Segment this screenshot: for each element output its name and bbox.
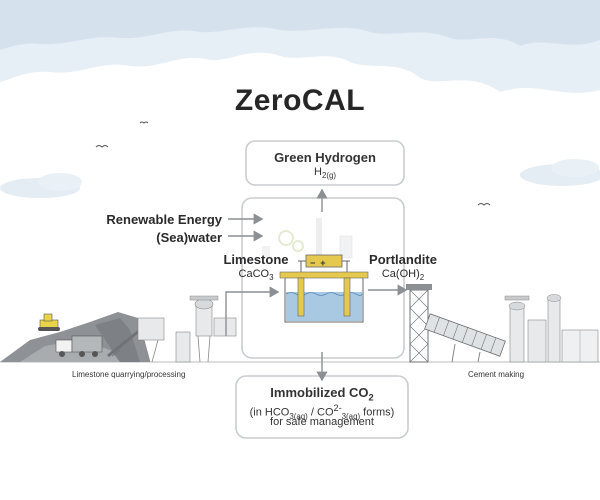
safe-management-text: for safe management	[270, 416, 374, 428]
birds	[95, 121, 491, 206]
electrochemical-cell	[279, 254, 369, 323]
cement-scene	[406, 284, 599, 363]
limestone-label: Limestone	[223, 252, 289, 267]
carbonate-forms-text: (in HCO3(aq) / CO2-3(aq) forms)	[249, 403, 395, 421]
immobilized-co2-label: Immobilized CO2	[270, 385, 374, 403]
hydrogen-formula: H2(g)	[313, 166, 337, 181]
green-hydrogen-label: Green Hydrogen	[274, 150, 376, 165]
green-hydrogen-box	[245, 140, 405, 186]
limestone-feed-arrow	[225, 286, 280, 336]
sky-clouds	[0, 0, 600, 198]
electrode-polarity: − +	[310, 258, 326, 268]
limestone-formula: CaCO3	[238, 268, 274, 283]
flow-arrows	[225, 188, 408, 382]
quarry-scene	[0, 295, 237, 363]
portlandite-label: Portlandite	[369, 252, 437, 267]
reactor-background-equipment	[262, 218, 353, 259]
cement-making-caption: Cement making	[468, 370, 525, 379]
page-title: ZeroCAL	[234, 84, 366, 117]
limestone-quarrying-caption: Limestone quarrying/processing	[72, 370, 186, 379]
seawater-label: (Sea)water	[156, 230, 222, 245]
renewable-energy-label: Renewable Energy	[106, 212, 222, 227]
portlandite-formula: Ca(OH)2	[381, 268, 425, 283]
